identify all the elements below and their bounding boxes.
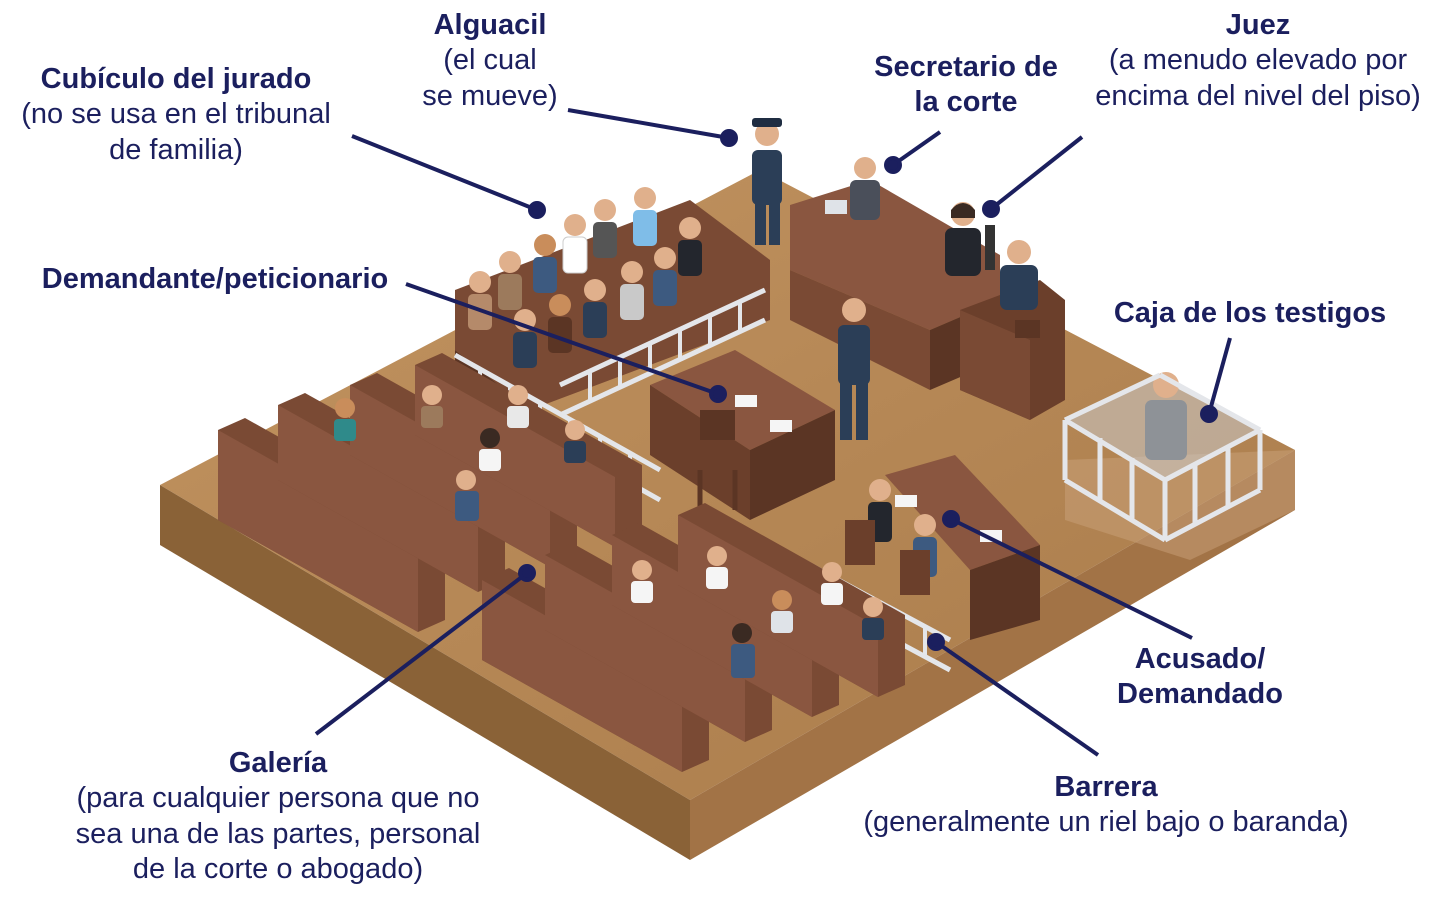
label-testigos: Caja de los testigos — [1100, 296, 1400, 331]
leader-lines — [314, 108, 1232, 757]
leader-galeria — [314, 564, 536, 736]
label-secretario-title: Secretario de la corte — [874, 51, 1058, 119]
plaintiff-table — [650, 350, 835, 520]
bench — [350, 373, 577, 567]
leader-jurado — [351, 134, 546, 219]
leader-alguacil — [567, 108, 738, 147]
attorney-figure — [838, 298, 870, 440]
bench — [545, 543, 772, 742]
bench — [612, 523, 839, 717]
clerk-figure — [825, 157, 880, 220]
label-alguacil-desc: (el cual se mueve) — [422, 44, 558, 112]
label-jurado-desc: (no se usa en el tribunal de familia) — [21, 98, 331, 166]
gallery-spectators — [334, 385, 884, 678]
bench — [278, 393, 505, 592]
bench — [482, 568, 709, 772]
jurors — [468, 187, 702, 368]
label-barrera: Barrera (generalmente un riel bajo o bar… — [838, 770, 1374, 841]
judge-figure — [945, 202, 995, 276]
bench — [218, 418, 445, 632]
label-demandante-title: Demandante/peticionario — [41, 263, 389, 295]
label-jurado-title: Cubículo del jurado — [40, 63, 312, 95]
label-alguacil: Alguacil (el cual se mueve) — [410, 8, 570, 114]
leader-barrera — [927, 633, 1100, 757]
leader-demandante — [405, 282, 727, 403]
label-alguacil-title: Alguacil — [433, 9, 547, 41]
label-jurado: Cubículo del jurado (no se usa en el tri… — [0, 62, 352, 168]
label-galeria-title: Galería — [228, 747, 328, 779]
leader-juez — [982, 135, 1084, 218]
bench — [415, 353, 642, 547]
label-acusado-title: Acusado/ Demandado — [1117, 643, 1283, 711]
label-galeria: Galería (para cualquier persona que no s… — [48, 746, 508, 888]
label-juez: Juez (a menudo elevado por encima del ni… — [1076, 8, 1440, 114]
label-secretario: Secretario de la corte — [860, 50, 1072, 121]
label-acusado: Acusado/ Demandado — [1090, 642, 1310, 713]
label-galeria-desc: (para cualquier persona que no sea una d… — [75, 782, 481, 886]
leader-testigos — [1200, 337, 1232, 423]
label-barrera-title: Barrera — [1054, 771, 1158, 803]
defendant-table — [845, 455, 1040, 640]
bailiff-figure — [752, 118, 782, 245]
witness-figure — [1000, 240, 1038, 310]
label-barrera-desc: (generalmente un riel bajo o baranda) — [863, 806, 1349, 839]
leader-acusado — [942, 510, 1193, 640]
label-testigos-title: Caja de los testigos — [1113, 297, 1387, 329]
label-demandante: Demandante/peticionario — [22, 262, 408, 297]
jury-box — [455, 187, 770, 440]
leader-secretario — [884, 130, 942, 174]
label-juez-desc: (a menudo elevado por encima del nivel d… — [1095, 44, 1421, 112]
label-juez-title: Juez — [1225, 9, 1291, 41]
gallery-benches — [218, 353, 905, 772]
witness-box — [1062, 372, 1263, 543]
